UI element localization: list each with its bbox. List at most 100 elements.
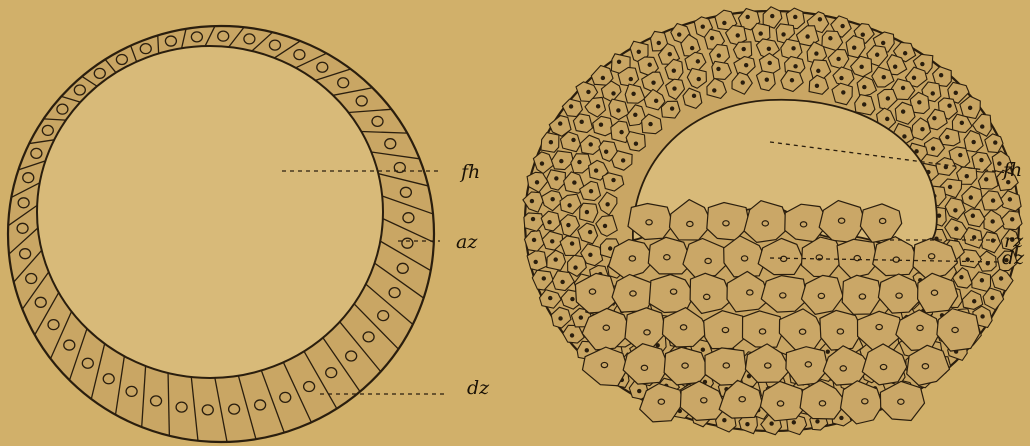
- small-cell-nucleus: [621, 158, 625, 162]
- small-cell-nucleus: [991, 198, 995, 202]
- small-cell-nucleus: [862, 85, 866, 89]
- small-cell-nucleus: [902, 134, 906, 138]
- small-cell-nucleus: [959, 275, 963, 279]
- small-cell-nucleus: [765, 78, 769, 82]
- small-cell-nucleus: [744, 63, 748, 67]
- small-cell-nucleus: [979, 158, 983, 162]
- small-cell-nucleus: [885, 117, 889, 121]
- small-cell-nucleus: [901, 109, 905, 113]
- small-cell-nucleus: [965, 257, 969, 261]
- small-cell-nucleus: [567, 203, 571, 207]
- small-cell-nucleus: [968, 106, 972, 110]
- small-cell-nucleus: [920, 62, 924, 66]
- small-cell-nucleus: [717, 53, 721, 57]
- large-cell: [664, 347, 709, 385]
- small-cell-nucleus: [690, 46, 694, 50]
- small-cell-nucleus: [532, 238, 536, 242]
- small-cell-nucleus: [547, 220, 551, 224]
- small-cell-nucleus: [560, 280, 564, 284]
- small-cell-nucleus: [570, 241, 574, 245]
- small-cell-nucleus: [603, 224, 607, 228]
- small-cell-nucleus: [605, 202, 609, 206]
- small-cell-nucleus: [954, 227, 958, 231]
- small-cell-nucleus: [875, 53, 879, 57]
- cell-wall: [158, 35, 159, 53]
- small-cell-nucleus: [770, 14, 774, 18]
- small-cell-nucleus: [535, 180, 539, 184]
- small-cell-nucleus: [617, 60, 621, 64]
- small-cell-nucleus: [984, 177, 988, 181]
- right-label-fh: fh: [1001, 159, 1022, 181]
- small-cell-nucleus: [619, 130, 623, 134]
- small-cell-nucleus: [758, 31, 762, 35]
- small-cell-nucleus: [558, 316, 562, 320]
- small-cell-nucleus: [990, 296, 994, 300]
- small-cell-nucleus: [672, 86, 676, 90]
- small-cell-nucleus: [980, 314, 984, 318]
- small-cell-nucleus: [893, 65, 897, 69]
- small-cell-nucleus: [805, 34, 809, 38]
- left-blastula-figure: [8, 26, 434, 442]
- small-cell-nucleus: [637, 50, 641, 54]
- small-cell-nucleus: [569, 104, 573, 108]
- small-cell-nucleus: [971, 214, 975, 218]
- small-cell-nucleus: [634, 142, 638, 146]
- small-cell-nucleus: [960, 121, 964, 125]
- small-cell-nucleus: [570, 297, 574, 301]
- small-cell-nucleus: [939, 73, 943, 77]
- small-cell-nucleus: [585, 348, 589, 352]
- right-embryo-figure: [523, 7, 1022, 435]
- small-cell-nucleus: [570, 333, 574, 337]
- small-cell-nucleus: [839, 76, 843, 80]
- small-cell-nucleus: [677, 32, 681, 36]
- small-cell-nucleus: [840, 24, 844, 28]
- small-cell-nucleus: [971, 140, 975, 144]
- small-cell-nucleus: [554, 176, 558, 180]
- small-cell-nucleus: [920, 127, 924, 131]
- small-cell-nucleus: [589, 142, 593, 146]
- small-cell-nucleus: [768, 61, 772, 65]
- small-cell-nucleus: [745, 422, 749, 426]
- small-cell-nucleus: [741, 47, 745, 51]
- small-cell-nucleus: [781, 32, 785, 36]
- small-cell-nucleus: [588, 253, 592, 257]
- small-cell-nucleus: [533, 260, 537, 264]
- small-cell-nucleus: [948, 185, 952, 189]
- small-cell-nucleus: [616, 108, 620, 112]
- small-cell-nucleus: [826, 349, 830, 353]
- small-cell-nucleus: [901, 86, 905, 90]
- left-label-fh: fh: [459, 161, 480, 183]
- small-cell-nucleus: [815, 419, 819, 423]
- small-cell-nucleus: [572, 180, 576, 184]
- small-cell-nucleus: [701, 348, 705, 352]
- small-cell-nucleus: [672, 68, 676, 72]
- small-cell-nucleus: [790, 78, 794, 82]
- small-cell-nucleus: [579, 315, 583, 319]
- small-cell-nucleus: [931, 146, 935, 150]
- small-cell-nucleus: [611, 91, 615, 95]
- small-cell-nucleus: [815, 84, 819, 88]
- small-cell-nucleus: [828, 36, 832, 40]
- small-cell-nucleus: [741, 80, 745, 84]
- small-cell-nucleus: [651, 80, 655, 84]
- small-cell-nucleus: [814, 51, 818, 55]
- small-cell-nucleus: [530, 199, 534, 203]
- small-cell-nucleus: [604, 150, 608, 154]
- small-cell-nucleus: [791, 46, 795, 50]
- small-cell-nucleus: [633, 113, 637, 117]
- small-cell-nucleus: [722, 418, 726, 422]
- small-cell-nucleus: [611, 178, 615, 182]
- small-cell-nucleus: [958, 153, 962, 157]
- small-cell-nucleus: [657, 41, 661, 45]
- small-cell-nucleus: [736, 33, 740, 37]
- small-cell-nucleus: [631, 92, 635, 96]
- small-cell-nucleus: [712, 88, 716, 92]
- small-cell-nucleus: [548, 296, 552, 300]
- small-cell-nucleus: [629, 77, 633, 81]
- small-cell-nucleus: [745, 15, 749, 19]
- small-cell-nucleus: [852, 45, 856, 49]
- small-cell-nucleus: [549, 140, 553, 144]
- small-cell-nucleus: [579, 120, 583, 124]
- small-cell-nucleus: [571, 138, 575, 142]
